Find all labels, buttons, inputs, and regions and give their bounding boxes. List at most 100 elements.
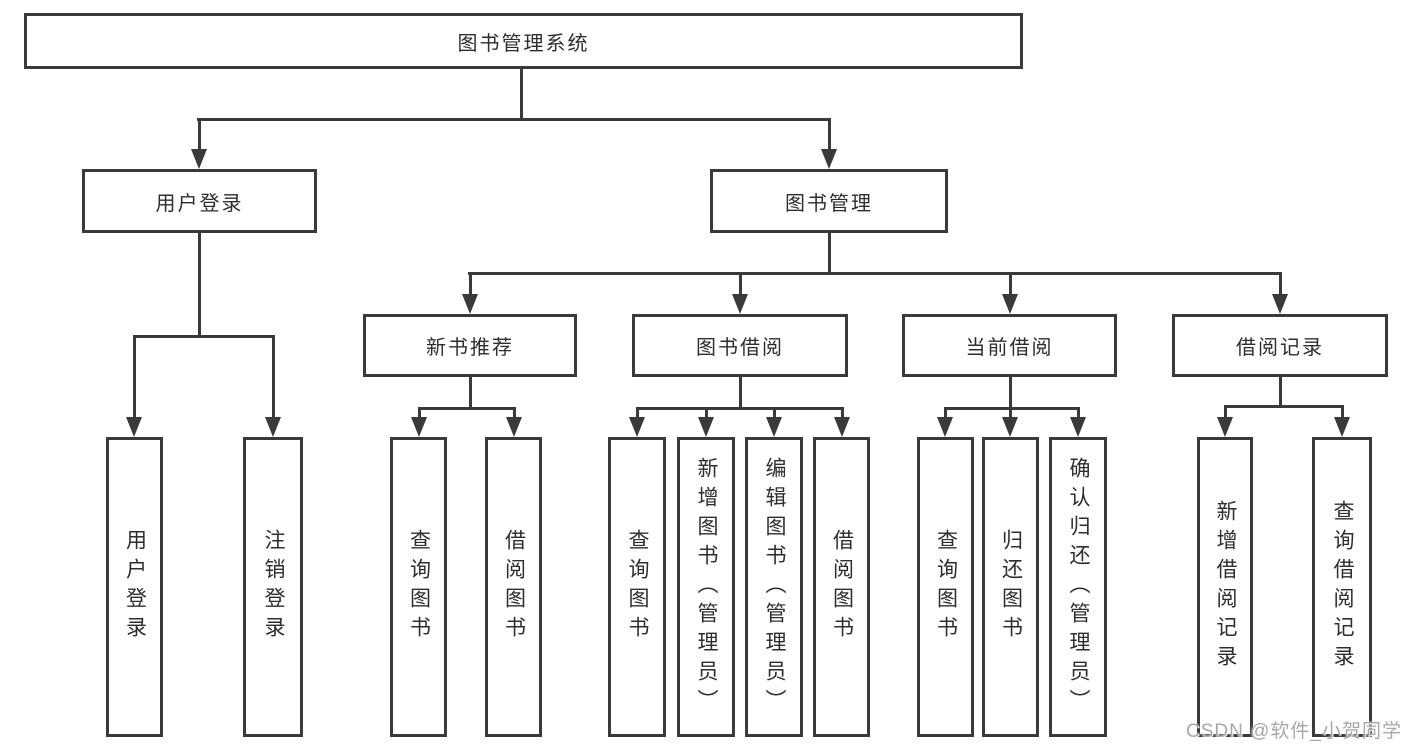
connector-line	[417, 407, 421, 421]
connector-line	[1008, 272, 1012, 298]
connector-line	[198, 233, 201, 338]
connector-arrow	[937, 407, 953, 437]
connector-line	[468, 272, 472, 298]
leaf-confirm-return-admin-label: 确认归还（管理员）	[1067, 456, 1091, 718]
leaf-add-books-admin: 新增图书（管理员）	[677, 437, 735, 737]
node-root: 图书管理系统	[24, 13, 1023, 69]
connector-line	[271, 335, 275, 421]
connector-line	[197, 118, 201, 153]
node-new-book-recommend: 新书推荐	[363, 314, 577, 377]
connector-line	[1224, 405, 1344, 408]
arrow-down-icon	[1217, 417, 1233, 437]
leaf-current-query-books: 查询图书	[917, 437, 974, 737]
arrow-down-icon	[265, 417, 281, 437]
arrow-down-icon	[766, 417, 782, 437]
connector-line	[1279, 377, 1282, 408]
connector-arrow	[698, 407, 714, 437]
node-book-management: 图书管理	[710, 169, 948, 233]
node-current-borrow: 当前借阅	[902, 314, 1117, 377]
connector-line	[468, 272, 1281, 275]
arrow-down-icon	[411, 417, 427, 437]
connector-line	[469, 377, 472, 410]
arrow-down-icon	[698, 417, 714, 437]
arrow-down-icon	[1272, 294, 1288, 314]
node-book-management-label: 图书管理	[785, 192, 873, 215]
arrow-down-icon	[629, 417, 645, 437]
leaf-query-borrow-record-label: 查询借阅记录	[1331, 500, 1355, 674]
connector-line	[943, 407, 947, 421]
arrow-down-icon	[732, 294, 748, 314]
arrow-down-icon	[834, 417, 850, 437]
connector-line	[704, 407, 708, 421]
connector-arrow	[1002, 272, 1018, 314]
arrow-down-icon	[126, 417, 142, 437]
connector-arrow	[265, 335, 281, 437]
node-borrow-records: 借阅记录	[1172, 314, 1388, 377]
connector-arrow	[1002, 407, 1018, 437]
leaf-add-borrow-record: 新增借阅记录	[1197, 437, 1253, 737]
connector-line	[944, 407, 1080, 410]
csdn-watermark: CSDN @软件_小贺同学	[1186, 721, 1402, 742]
connector-arrow	[1070, 407, 1086, 437]
node-new-book-recommend-label: 新书推荐	[426, 337, 514, 359]
leaf-return-books-label: 归还图书	[999, 529, 1023, 645]
connector-arrow	[411, 407, 427, 437]
leaf-logout: 注销登录	[243, 437, 303, 737]
leaf-recommend-borrow-books: 借阅图书	[485, 437, 542, 737]
arrow-down-icon	[191, 149, 207, 169]
node-book-borrow: 图书借阅	[632, 314, 848, 377]
connector-arrow	[126, 335, 142, 437]
connector-line	[133, 335, 275, 338]
leaf-logout-label: 注销登录	[262, 529, 286, 645]
connector-arrow	[732, 272, 748, 314]
connector-arrow	[1334, 405, 1350, 437]
connector-line	[739, 377, 742, 410]
leaf-add-books-admin-label: 新增图书（管理员）	[695, 456, 719, 718]
connector-line	[828, 233, 831, 275]
connector-line	[827, 118, 831, 153]
connector-line	[132, 335, 136, 421]
connector-arrow	[821, 118, 837, 169]
leaf-add-borrow-record-label: 新增借阅记录	[1214, 500, 1238, 674]
arrow-down-icon	[462, 294, 478, 314]
leaf-borrow-borrow-books: 借阅图书	[813, 437, 870, 737]
connector-arrow	[834, 407, 850, 437]
arrow-down-icon	[1002, 417, 1018, 437]
node-root-label: 图书管理系统	[457, 32, 590, 55]
arrow-down-icon	[937, 417, 953, 437]
leaf-user-login: 用户登录	[106, 437, 163, 737]
leaf-edit-books-admin-label: 编辑图书（管理员）	[763, 456, 787, 718]
connector-line	[772, 407, 776, 421]
connector-line	[197, 118, 831, 121]
leaf-recommend-borrow-books-label: 借阅图书	[502, 529, 526, 645]
connector-arrow	[766, 407, 782, 437]
connector-line	[738, 272, 742, 298]
connector-line	[520, 69, 523, 121]
leaf-edit-books-admin: 编辑图书（管理员）	[745, 437, 803, 737]
connector-arrow	[1217, 405, 1233, 437]
leaf-recommend-query-books-label: 查询图书	[407, 529, 431, 645]
connector-line	[1340, 405, 1344, 421]
connector-line	[512, 407, 516, 421]
connector-line	[636, 407, 844, 410]
connector-line	[1223, 405, 1227, 421]
connector-line	[1076, 407, 1080, 421]
node-borrow-records-label: 借阅记录	[1236, 337, 1324, 359]
leaf-return-books: 归还图书	[982, 437, 1039, 737]
leaf-borrow-borrow-books-label: 借阅图书	[830, 529, 854, 645]
leaf-current-query-books-label: 查询图书	[934, 529, 958, 645]
connector-arrow	[1272, 272, 1288, 314]
connector-arrow	[506, 407, 522, 437]
node-user-login: 用户登录	[82, 169, 317, 233]
leaf-borrow-query-books: 查询图书	[608, 437, 666, 737]
arrow-down-icon	[1002, 294, 1018, 314]
arrow-down-icon	[1070, 417, 1086, 437]
connector-arrow	[629, 407, 645, 437]
connector-line	[1008, 407, 1012, 421]
node-book-borrow-label: 图书借阅	[696, 337, 784, 359]
node-user-login-label: 用户登录	[155, 192, 244, 215]
connector-line	[418, 407, 516, 410]
leaf-confirm-return-admin: 确认归还（管理员）	[1049, 437, 1107, 737]
connector-line	[635, 407, 639, 421]
node-current-borrow-label: 当前借阅	[965, 337, 1054, 359]
